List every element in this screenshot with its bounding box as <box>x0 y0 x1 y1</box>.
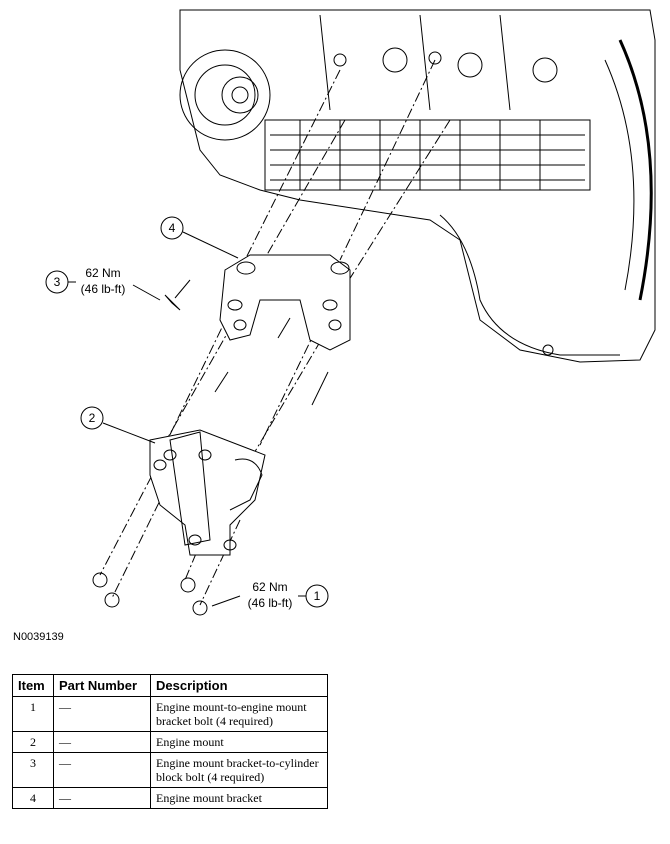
callout-4: 4 <box>160 216 239 259</box>
row-item: 2 <box>12 731 54 753</box>
row-description: Engine mount-to-engine mount bracket bol… <box>150 696 328 732</box>
row-item: 1 <box>12 696 54 732</box>
callout-1: 1 62 Nm (46 lb-ft) <box>211 580 329 610</box>
callout-2-number: 2 <box>89 411 96 425</box>
callout-1-number: 1 <box>314 589 321 603</box>
bracket-and-mount-illustration <box>92 59 451 616</box>
header-description: Description <box>150 674 328 697</box>
callout-1-torque-nm: 62 Nm <box>252 580 287 594</box>
callout-2: 2 <box>80 406 156 444</box>
row-part-number: — <box>53 787 151 809</box>
row-description: Engine mount bracket-to-cylinder block b… <box>150 752 328 788</box>
table-row: 3 — Engine mount bracket-to-cylinder blo… <box>12 752 328 788</box>
exploded-diagram: 4 3 62 Nm (46 lb-ft) 2 1 62 Nm (46 lb-ft… <box>45 9 656 616</box>
row-part-number: — <box>53 696 151 732</box>
callout-3-torque-lbft: (46 lb-ft) <box>81 282 126 296</box>
parts-table: Item Part Number Description 1 — Engine … <box>12 674 328 809</box>
row-part-number: — <box>53 752 151 788</box>
figure-id: N0039139 <box>13 631 64 643</box>
table-row: 1 — Engine mount-to-engine mount bracket… <box>12 696 328 732</box>
header-item: Item <box>12 674 54 697</box>
row-part-number: — <box>53 731 151 753</box>
row-item: 3 <box>12 752 54 788</box>
callout-3-torque-nm: 62 Nm <box>85 266 120 280</box>
callout-3: 3 62 Nm (46 lb-ft) <box>45 266 161 301</box>
callout-3-number: 3 <box>54 275 61 289</box>
table-row: 2 — Engine mount <box>12 731 328 753</box>
callout-4-number: 4 <box>169 221 176 235</box>
engine-block-illustration <box>179 9 656 363</box>
row-description: Engine mount bracket <box>150 787 328 809</box>
row-description: Engine mount <box>150 731 328 753</box>
header-part-number: Part Number <box>53 674 151 697</box>
table-row: 4 — Engine mount bracket <box>12 787 328 809</box>
row-item: 4 <box>12 787 54 809</box>
table-header-row: Item Part Number Description <box>12 674 328 697</box>
callout-1-torque-lbft: (46 lb-ft) <box>248 596 293 610</box>
